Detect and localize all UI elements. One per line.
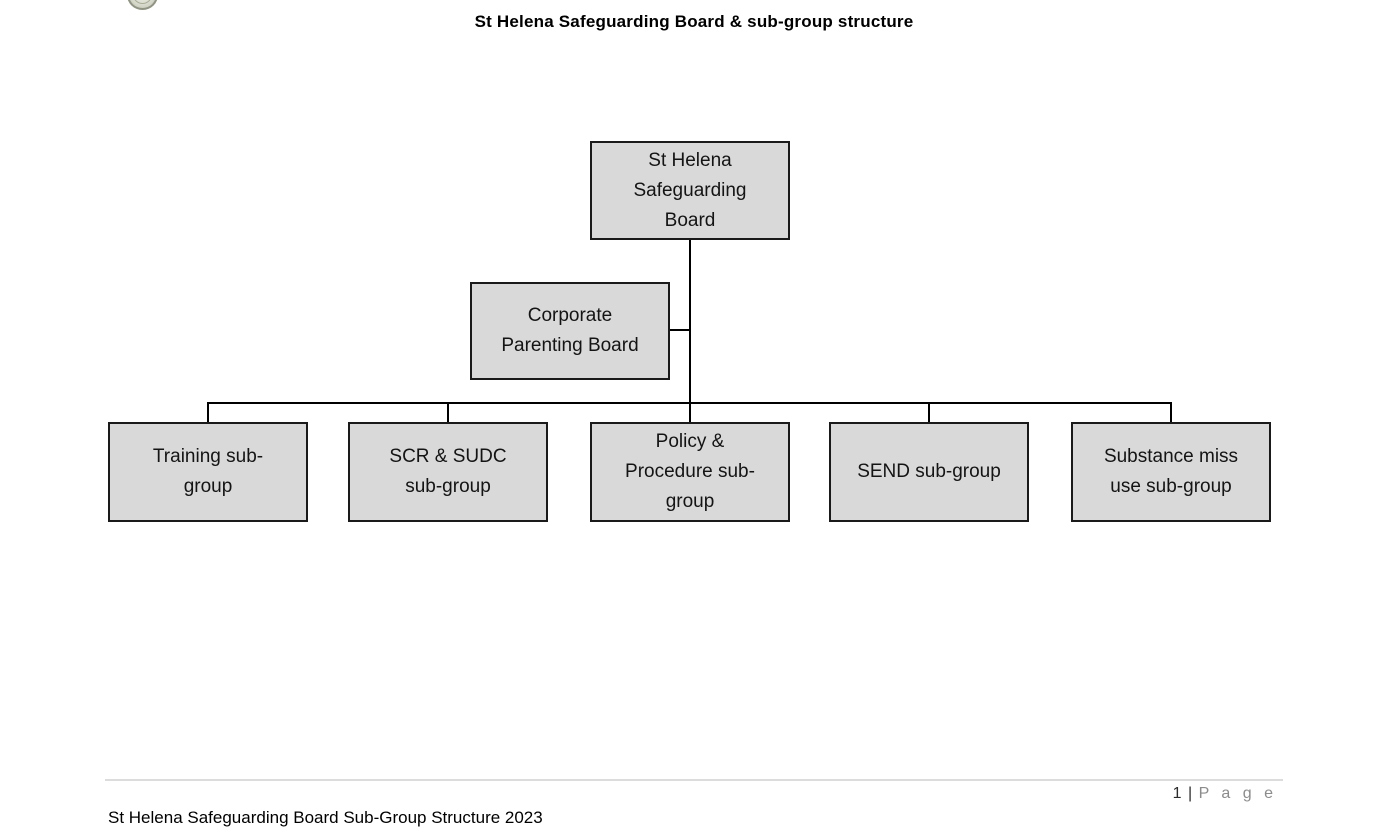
page-number-separator: | — [1187, 785, 1194, 802]
connector-root-vertical — [689, 240, 691, 422]
footer-doc-title: St Helena Safeguarding Board Sub-Group S… — [108, 808, 543, 827]
connector-distribution-line — [207, 402, 1172, 404]
page-title: St Helena Safeguarding Board & sub-group… — [474, 12, 914, 31]
page-number: 1 | P a g e — [1173, 785, 1277, 803]
connector-drop-training — [207, 402, 209, 422]
footer-divider — [105, 779, 1283, 781]
node-training-subgroup: Training sub- group — [108, 422, 308, 522]
seal-logo-icon — [127, 0, 158, 10]
connector-corporate-link — [668, 329, 690, 331]
node-substance-misuse-subgroup: Substance miss use sub-group — [1071, 422, 1271, 522]
connector-drop-scr — [447, 402, 449, 422]
connector-drop-send — [928, 402, 930, 422]
node-policy-procedure-subgroup: Policy & Procedure sub- group — [590, 422, 790, 522]
seal-logo-inner-ring — [133, 0, 152, 4]
node-st-helena-safeguarding-board: St Helena Safeguarding Board — [590, 141, 790, 240]
connector-drop-substance — [1170, 402, 1172, 422]
node-scr-sudc-subgroup: SCR & SUDC sub-group — [348, 422, 548, 522]
node-send-subgroup: SEND sub-group — [829, 422, 1029, 522]
page-number-value: 1 — [1172, 785, 1183, 802]
page-number-word: P a g e — [1198, 785, 1277, 802]
node-corporate-parenting-board: Corporate Parenting Board — [470, 282, 670, 380]
